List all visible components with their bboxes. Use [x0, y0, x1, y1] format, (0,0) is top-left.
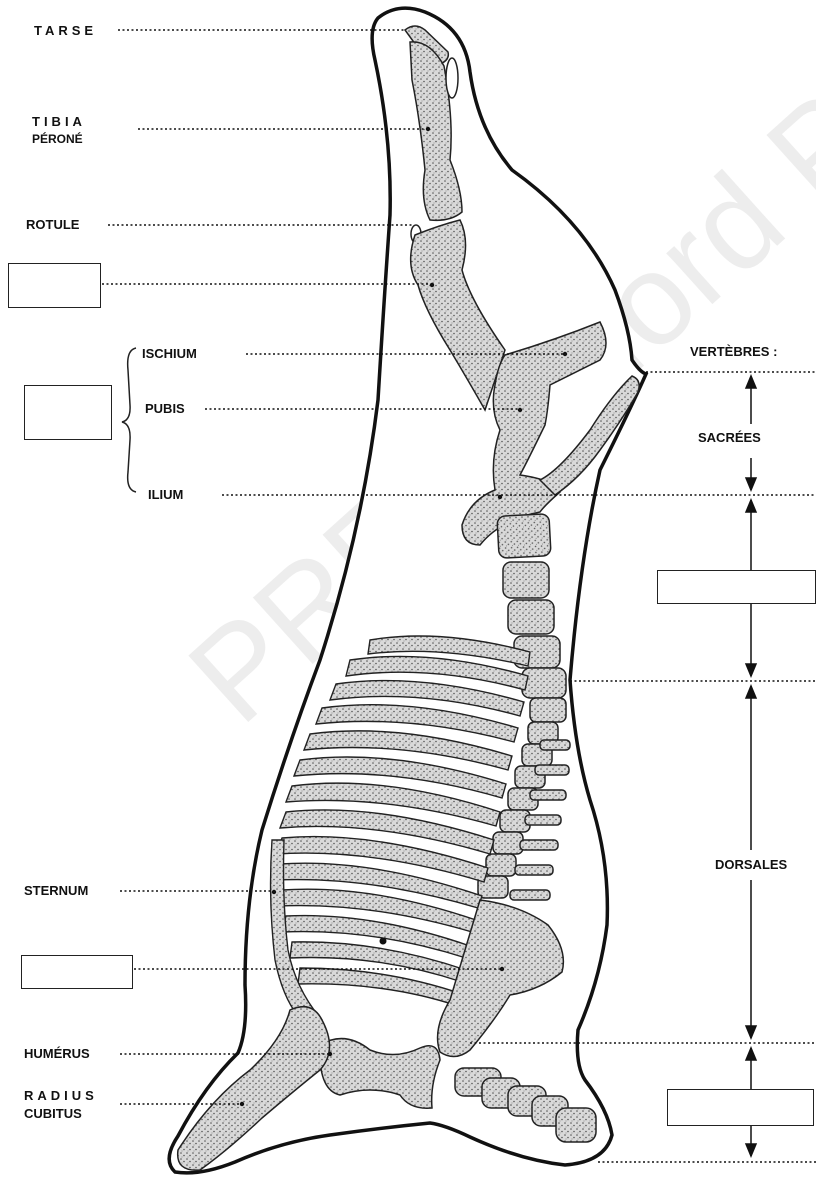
label-dorsales: DORSALES: [715, 858, 787, 872]
label-rotule: ROTULE: [26, 218, 79, 232]
label-ischium: ISCHIUM: [142, 347, 197, 361]
blank-box-coxal[interactable]: [24, 385, 112, 440]
label-cubitus: CUBITUS: [24, 1107, 82, 1121]
label-perone: PÉRONÉ: [32, 132, 83, 146]
label-tibia: TIBIA: [32, 115, 86, 129]
label-pubis: PUBIS: [145, 402, 185, 416]
blank-box-femur[interactable]: [8, 263, 101, 308]
small-bone: [446, 58, 458, 98]
label-tarse: TARSE: [34, 24, 97, 38]
label-ilium: ILIUM: [148, 488, 183, 502]
brace: [122, 348, 136, 492]
label-humerus: HUMÉRUS: [24, 1047, 90, 1061]
dimension-arrows: [746, 376, 756, 1156]
blank-box-cervicales[interactable]: [667, 1089, 814, 1126]
label-vertebres: VERTÈBRES :: [690, 345, 777, 359]
blank-box-cotes[interactable]: [21, 955, 133, 989]
blank-box-lombaires[interactable]: [657, 570, 816, 604]
label-sacrees: SACRÉES: [698, 431, 761, 445]
label-sternum: STERNUM: [24, 884, 88, 898]
carcass-outline: [169, 8, 646, 1173]
label-radius: RADIUS: [24, 1089, 98, 1103]
